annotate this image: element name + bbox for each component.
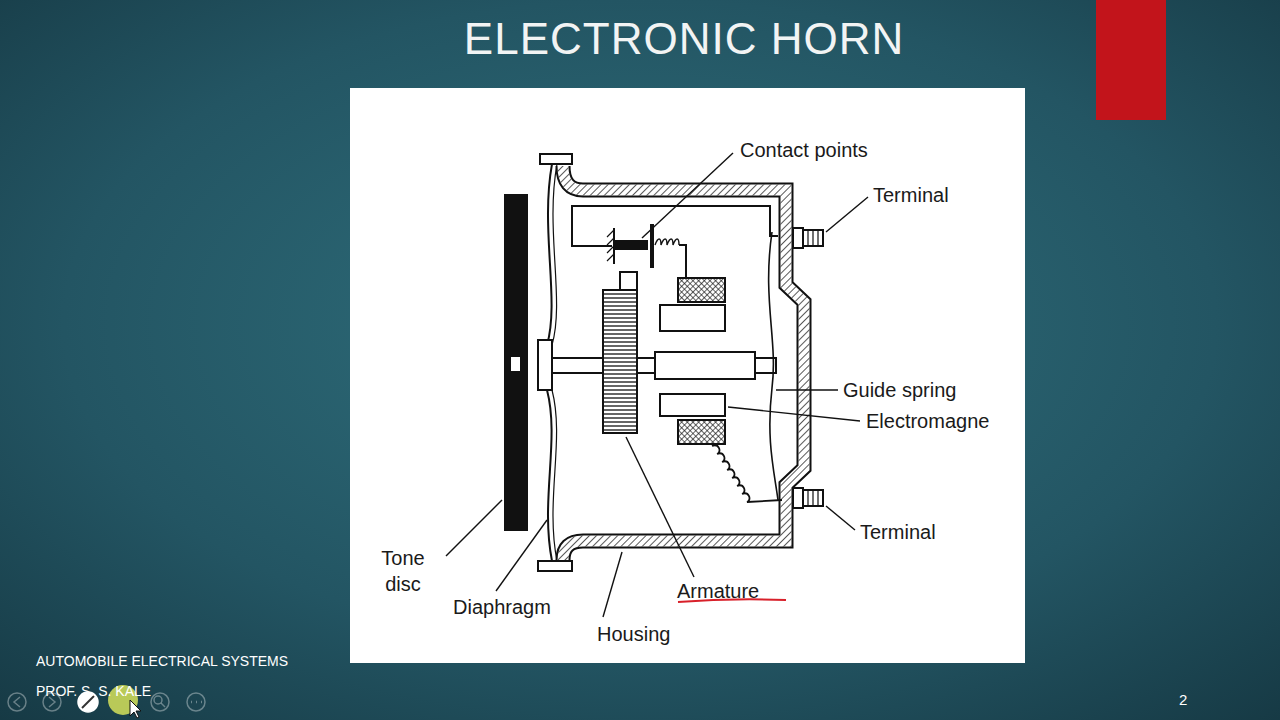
slide-controls — [154, 696, 162, 704]
leader-line — [776, 389, 838, 390]
slide-controls — [8, 693, 26, 711]
tone-disc — [505, 195, 527, 530]
red-accent-bar — [1096, 0, 1166, 120]
shaft-hub — [538, 340, 552, 390]
slide-controls — [187, 693, 205, 711]
part-label: Armature — [677, 578, 759, 604]
slide-controls — [130, 700, 141, 718]
leader-line — [728, 407, 860, 421]
footer-text: AUTOMOBILE ELECTRICAL SYSTEMS — [36, 652, 288, 670]
part-label: Terminal — [860, 519, 936, 545]
leader-line — [826, 197, 868, 232]
contact-bracket — [572, 206, 778, 246]
slide-controls — [191, 701, 202, 704]
leader-line — [446, 153, 868, 617]
slide-controls — [161, 703, 165, 707]
footer-text: PROF. S. S. KALE — [36, 682, 151, 700]
part-label: Electromagne — [866, 408, 989, 434]
housing-flange — [538, 561, 572, 571]
coil-wire — [679, 245, 686, 278]
shaft-sleeve — [655, 352, 755, 379]
contact-mount — [607, 230, 614, 261]
electromagnet-coil — [678, 278, 725, 302]
horn-illustration — [505, 154, 823, 571]
part-label: Guide spring — [843, 377, 956, 403]
terminal-bolt — [803, 490, 823, 506]
part-label: Diaphragm — [453, 594, 551, 620]
terminal — [793, 228, 803, 248]
leader-line — [603, 552, 622, 617]
terminal-bolt — [808, 230, 818, 246]
housing-flange — [540, 154, 572, 164]
slide-title: ELECTRONIC HORN — [344, 14, 1024, 64]
coil-lead — [712, 445, 782, 502]
terminal — [793, 488, 803, 508]
part-label: Housing — [597, 621, 670, 647]
leader-line — [642, 153, 733, 238]
leader-line — [446, 500, 502, 556]
leader-line — [496, 520, 547, 591]
slide-number: 2 — [1179, 690, 1187, 710]
electromagnet-core — [660, 305, 725, 331]
guide-spring — [769, 232, 778, 500]
electromagnet-core — [660, 394, 725, 416]
electromagnet-coil — [678, 420, 725, 444]
image-panel — [350, 88, 1025, 663]
leader-line — [826, 506, 855, 530]
tone-disc-hole — [511, 357, 520, 371]
part-label: Tone disc — [372, 545, 434, 597]
slide-controls — [151, 693, 169, 711]
terminal-bolt — [803, 230, 823, 246]
leader-line — [626, 437, 694, 577]
slide-controls — [14, 697, 20, 707]
part-label: Contact points — [740, 137, 868, 163]
contact-points — [615, 241, 647, 249]
terminal-bolt — [808, 490, 818, 506]
contact-spring — [655, 239, 679, 245]
armature — [603, 290, 637, 433]
part-label: Terminal — [873, 182, 949, 208]
